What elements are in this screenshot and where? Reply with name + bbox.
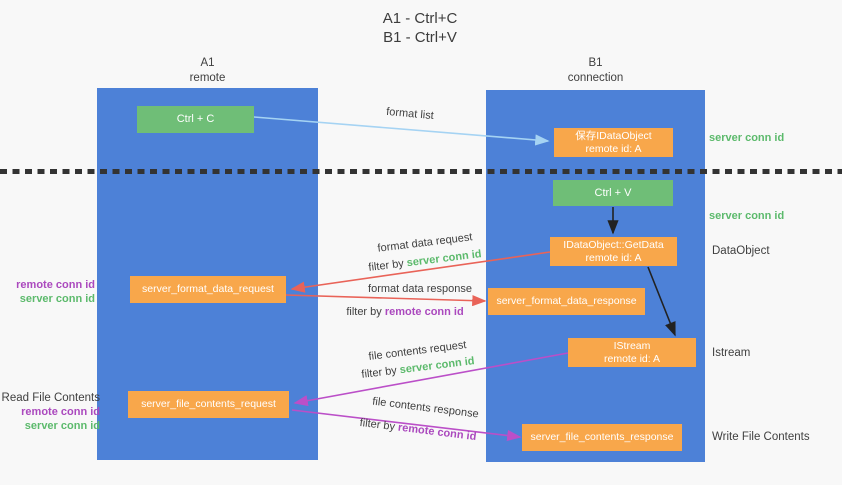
file-contents-response-label: file contents response: [371, 395, 480, 421]
server-conn-id-mid-label: server conn id: [709, 210, 785, 222]
format-data-response-label: format data response: [368, 283, 472, 295]
server-format-data-request-label: server_format_data_request: [142, 283, 274, 295]
remote-conn-id-text: remote conn id: [384, 306, 464, 318]
page-title: A1 - Ctrl+C B1 - Ctrl+V: [300, 9, 540, 47]
getdata-line1: IDataObject::GetData: [563, 238, 664, 251]
istream-line1: IStream: [613, 339, 651, 352]
server-conn-id-text: server conn id: [399, 355, 476, 377]
write-file-contents-label: Write File Contents: [712, 431, 810, 443]
istream-line2: remote id: A: [603, 352, 661, 365]
remote-conn-id-text: remote conn id: [397, 421, 477, 444]
lane-left-subtitle: remote: [189, 72, 226, 84]
node-getdata: IDataObject::GetData remote id: A: [550, 237, 677, 266]
filter-by-text: filter by: [359, 416, 396, 434]
node-server-file-contents-response: server_file_contents_response: [522, 424, 682, 451]
server-conn-id-text: server conn id: [406, 248, 483, 270]
title-line-2: B1 - Ctrl+V: [383, 29, 457, 46]
node-server-format-data-request: server_format_data_request: [130, 276, 286, 303]
lane-right-subtitle: connection: [567, 72, 624, 84]
filter-by-remote-conn-id-label-1: filter by remote conn id: [335, 306, 475, 318]
lane-right-title: B1: [588, 57, 603, 69]
session-divider: [0, 169, 842, 174]
node-ctrl-c: Ctrl + C: [137, 106, 254, 133]
remote-conn-id-label: remote conn id: [16, 279, 95, 291]
left-conn-id-group-2: Read File Contents remote conn id server…: [0, 391, 100, 433]
filter-by-text: filter by: [367, 257, 405, 274]
server-conn-id-top-label: server conn id: [709, 132, 785, 144]
ctrl-c-label: Ctrl + C: [176, 113, 215, 125]
filter-by-text: filter by: [346, 306, 382, 318]
node-istream: IStream remote id: A: [568, 338, 696, 367]
save-dataobject-line1: 保存IDataObject: [575, 129, 652, 142]
server-file-contents-response-label: server_file_contents_response: [530, 431, 674, 443]
save-dataobject-line2: remote id: A: [585, 142, 642, 155]
node-server-format-data-response: server_format_data_response: [488, 288, 645, 315]
server-format-data-response-label: server_format_data_response: [496, 295, 637, 307]
filter-by-text: filter by: [360, 364, 398, 381]
server-conn-id-label: server conn id: [24, 420, 100, 432]
lane-header-right: B1 connection: [486, 56, 705, 86]
title-line-1: A1 - Ctrl+C: [382, 10, 458, 27]
format-list-label: format list: [385, 105, 435, 123]
lane-header-left: A1 remote: [97, 56, 318, 86]
ctrl-v-label: Ctrl + V: [594, 186, 632, 199]
server-conn-id-label: server conn id: [19, 293, 95, 305]
getdata-line2: remote id: A: [585, 251, 642, 264]
remote-conn-id-label: remote conn id: [21, 406, 100, 418]
server-file-contents-request-label: server_file_contents_request: [141, 398, 276, 410]
read-file-contents-label: Read File Contents: [1, 392, 100, 404]
lane-left-title: A1: [200, 57, 215, 69]
node-save-dataobject: 保存IDataObject remote id: A: [554, 128, 673, 157]
filter-by-remote-conn-id-label-2: filter by remote conn id: [348, 416, 488, 445]
dataobject-label: DataObject: [712, 245, 770, 257]
left-conn-id-group-1: remote conn id server conn id: [5, 278, 95, 306]
node-ctrl-v: Ctrl + V: [553, 180, 673, 206]
node-server-file-contents-request: server_file_contents_request: [128, 391, 289, 418]
istream-side-label: Istream: [712, 347, 751, 359]
